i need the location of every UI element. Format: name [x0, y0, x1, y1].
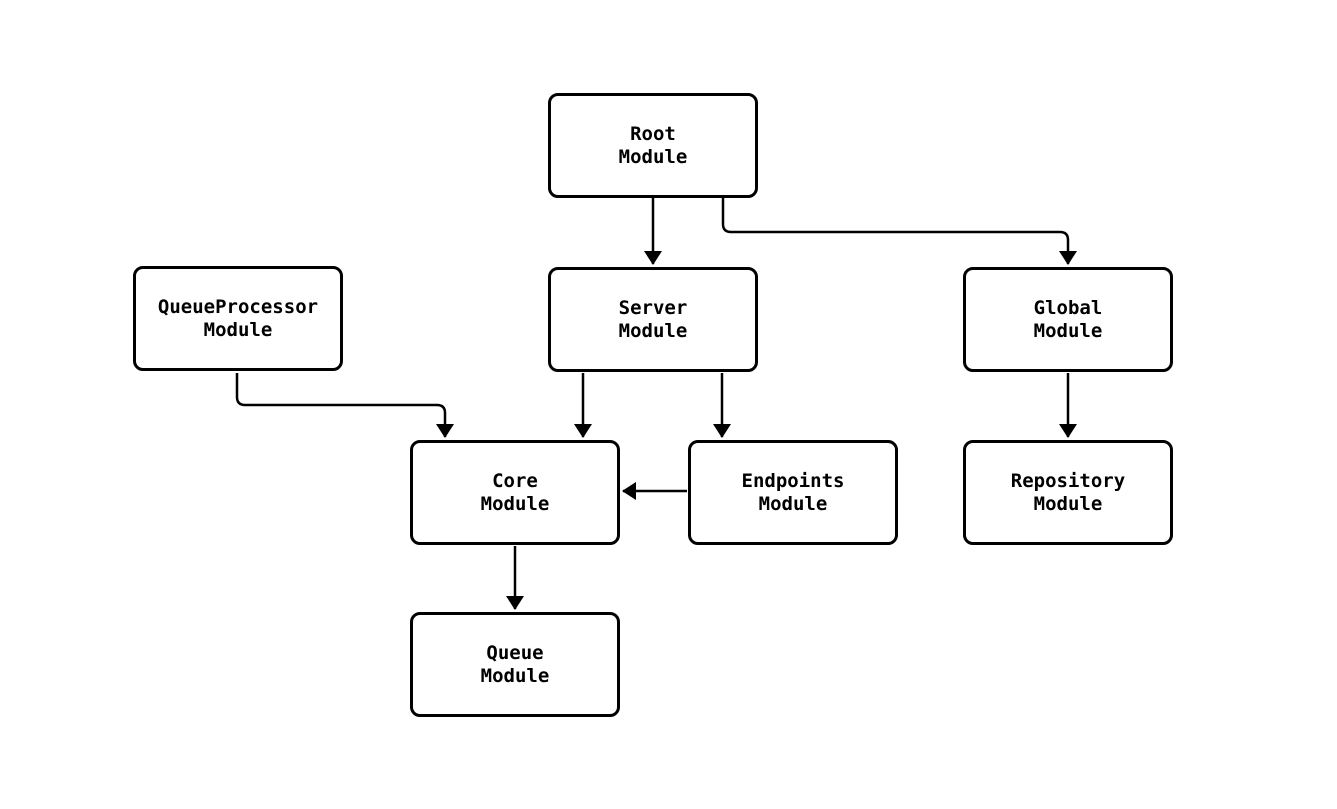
node-label-line1: Global	[1033, 296, 1103, 319]
node-global-module: Global Module	[963, 267, 1173, 372]
node-label-line1: Root	[630, 122, 676, 145]
node-label-line1: Core	[492, 469, 538, 492]
node-server-module: Server Module	[548, 267, 758, 372]
node-label-line2: Module	[1033, 319, 1103, 342]
node-label-line1: Endpoints	[741, 469, 845, 492]
node-label-line2: Module	[203, 318, 273, 341]
node-queueprocessor-module: QueueProcessor Module	[133, 266, 343, 371]
node-core-module: Core Module	[410, 440, 620, 545]
node-label-line2: Module	[618, 319, 688, 342]
node-root-module: Root Module	[548, 93, 758, 198]
edge-root-to-global	[721, 198, 1077, 265]
node-label-line1: QueueProcessor	[157, 295, 319, 318]
node-label-line2: Module	[480, 492, 550, 515]
node-label-line2: Module	[480, 664, 550, 687]
node-label-line1: Queue	[486, 641, 544, 664]
node-queue-module: Queue Module	[410, 612, 620, 717]
edge-queueprocessor-to-core	[235, 373, 454, 438]
node-label-line1: Server	[618, 296, 688, 319]
node-label-line1: Repository	[1010, 469, 1126, 492]
node-repository-module: Repository Module	[963, 440, 1173, 545]
node-endpoints-module: Endpoints Module	[688, 440, 898, 545]
node-label-line2: Module	[758, 492, 828, 515]
node-label-line2: Module	[618, 145, 688, 168]
node-label-line2: Module	[1033, 492, 1103, 515]
